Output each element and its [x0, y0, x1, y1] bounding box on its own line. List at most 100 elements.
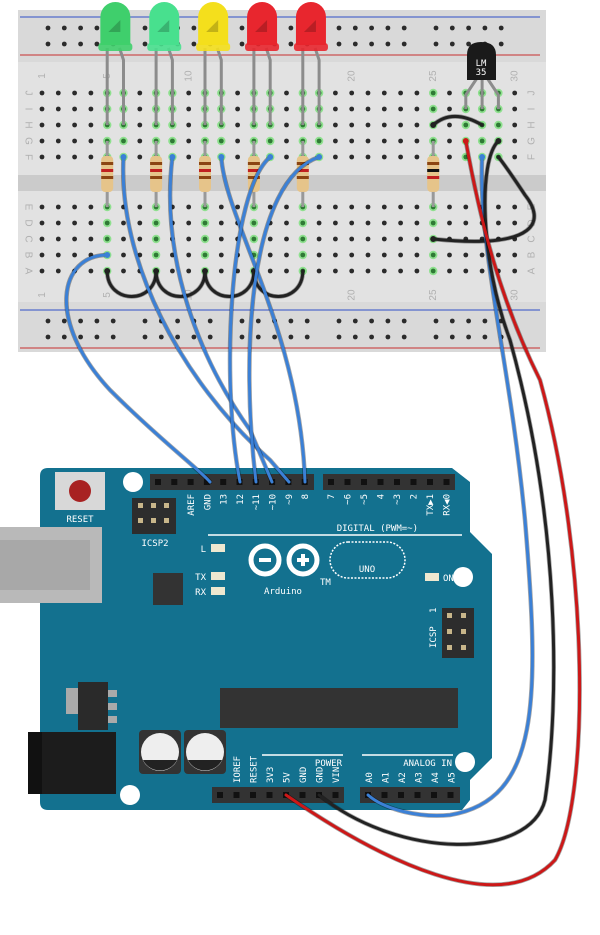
header-pin[interactable]	[266, 792, 273, 798]
sensor-power-wire[interactable]	[284, 139, 582, 887]
hole	[414, 220, 420, 226]
led4-signal-wire[interactable]	[228, 155, 272, 484]
sensor-output-wire-end	[479, 154, 486, 160]
hole	[512, 90, 518, 96]
header-pin[interactable]	[217, 792, 223, 798]
icsp-pin1-label: 1	[429, 608, 439, 613]
led5-signal-wire[interactable]	[247, 155, 321, 484]
led-anvil	[157, 20, 170, 32]
hole	[88, 236, 94, 242]
minus-icon	[259, 558, 271, 562]
hole	[186, 236, 192, 242]
ground-jumper-wire[interactable]	[154, 269, 207, 298]
header-pin[interactable]	[299, 792, 306, 798]
header-pin[interactable]	[233, 792, 240, 798]
hole	[191, 41, 197, 47]
gnd-signal-wire[interactable]	[64, 253, 212, 484]
hole	[365, 236, 371, 242]
header-pin[interactable]	[414, 792, 421, 798]
row-letter: A	[527, 267, 538, 274]
header-pin[interactable]	[431, 792, 437, 798]
header-pin[interactable]	[155, 479, 161, 485]
hole	[398, 220, 403, 226]
sensor-jumper-wire[interactable]	[431, 115, 484, 127]
icsp-pin	[461, 629, 466, 634]
ground-jumper-wire[interactable]	[105, 269, 158, 298]
hole	[202, 220, 208, 226]
hole	[137, 90, 143, 96]
hole	[512, 154, 518, 160]
led-leg	[215, 47, 223, 125]
header-pin[interactable]	[410, 479, 417, 485]
row-letter: G	[527, 137, 538, 145]
usb-connector-inner	[0, 540, 90, 590]
hole	[447, 204, 452, 210]
analog-pin-label: A3	[415, 772, 425, 783]
led3-signal-wire-end	[218, 154, 225, 160]
reset-button-cap[interactable]	[69, 480, 91, 502]
hole	[398, 122, 403, 128]
hole	[284, 268, 289, 274]
hole	[430, 268, 436, 274]
led3-signal-wire[interactable]	[219, 155, 307, 484]
microcontroller-chip	[220, 688, 458, 728]
power-header	[212, 787, 344, 803]
hole	[365, 204, 371, 210]
header-pin[interactable]	[447, 792, 454, 798]
led1-signal-wire[interactable]	[121, 155, 291, 484]
sensor-leg	[464, 77, 479, 109]
ground-jumper-wire-end	[104, 268, 111, 274]
resistor-band	[296, 176, 309, 179]
row-letter: A	[22, 268, 33, 275]
header-pin[interactable]	[328, 479, 334, 485]
sensor-ground-loop-wire[interactable]	[431, 155, 536, 243]
hole	[218, 204, 224, 210]
header-pin[interactable]	[332, 792, 339, 798]
hole	[39, 252, 45, 258]
wires	[64, 114, 582, 887]
header-pin[interactable]	[187, 479, 194, 485]
hole	[433, 318, 439, 324]
header-pin[interactable]	[443, 479, 450, 485]
logo-right-loop	[286, 543, 320, 577]
icsp2-label: ICSP2	[141, 539, 168, 549]
header-pin[interactable]	[171, 479, 178, 485]
hole	[137, 106, 143, 112]
led-on-indicator	[425, 573, 439, 581]
reset-label: RESET	[66, 515, 94, 525]
hole	[251, 220, 257, 226]
header-pin[interactable]	[361, 479, 367, 485]
header-pin[interactable]	[250, 792, 256, 798]
hole	[39, 236, 45, 242]
led-tx-indicator	[211, 572, 225, 580]
resistor	[150, 156, 163, 192]
header-pin[interactable]	[220, 479, 227, 485]
resistor-band	[247, 169, 260, 172]
header-pin[interactable]	[203, 479, 210, 485]
hole	[72, 204, 77, 210]
header-pin[interactable]	[398, 792, 404, 798]
sensor-output-wire[interactable]	[366, 155, 534, 818]
plus-icon-vertical	[301, 554, 305, 566]
led2-signal-wire[interactable]	[168, 155, 274, 484]
digital-pin-label: GND	[203, 494, 213, 510]
header-pin[interactable]	[344, 479, 351, 485]
hole	[267, 138, 273, 144]
hole	[316, 236, 322, 242]
hole	[398, 154, 403, 160]
header-pin[interactable]	[394, 479, 400, 485]
hole	[365, 268, 371, 274]
hole	[498, 25, 504, 31]
header-pin[interactable]	[381, 792, 388, 798]
header-pin[interactable]	[427, 479, 433, 485]
resistor-band	[150, 162, 163, 165]
ground-jumper-wire[interactable]	[203, 269, 256, 298]
hole	[414, 154, 420, 160]
header-pin[interactable]	[377, 479, 384, 485]
hole	[349, 204, 355, 210]
hole	[365, 122, 371, 128]
digital-pin-label: 7	[327, 494, 337, 499]
hole	[449, 25, 455, 31]
hole	[153, 220, 159, 226]
power-jack	[28, 732, 116, 794]
